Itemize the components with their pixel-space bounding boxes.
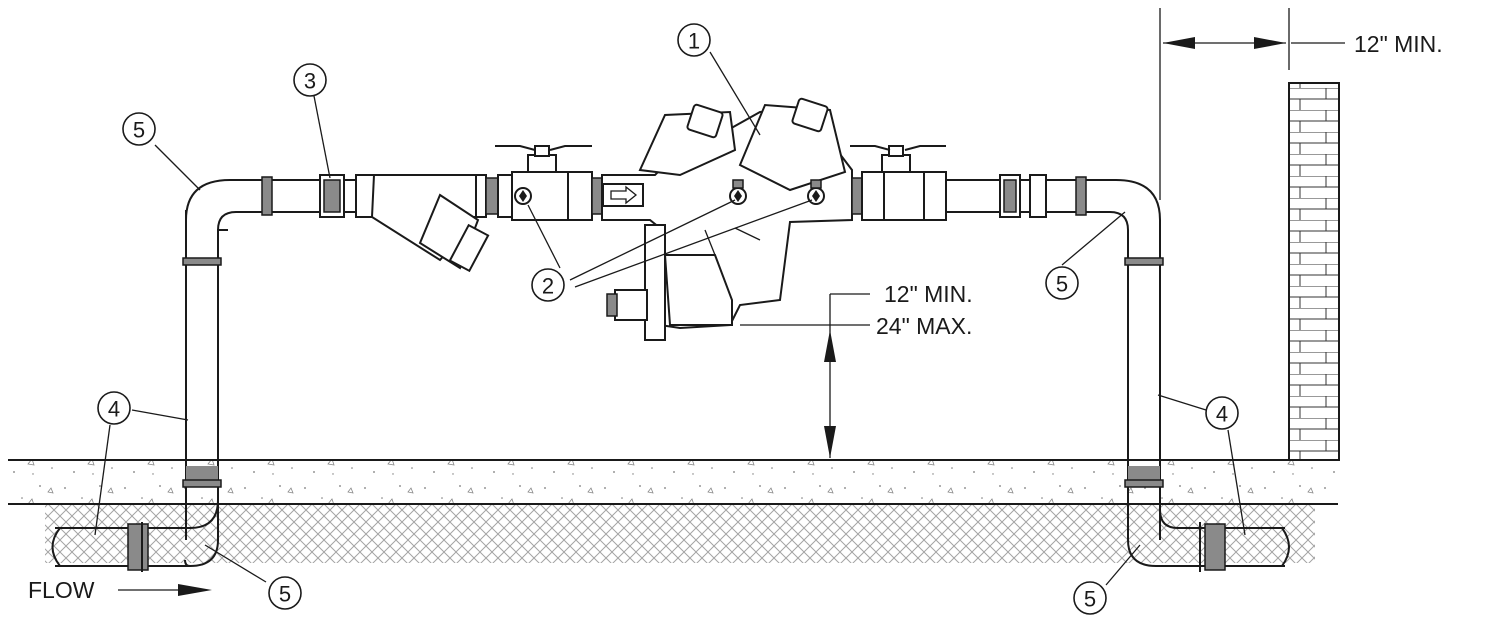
flow-indicator: FLOW — [28, 577, 212, 603]
arrow-right-icon — [610, 185, 638, 205]
callout-5-lower-right: 5 — [1073, 581, 1107, 615]
upper-left-pipe — [261, 174, 375, 218]
svg-text:2: 2 — [542, 274, 554, 299]
wall-clearance-label: 12" MIN. — [1354, 31, 1443, 57]
svg-text:5: 5 — [1056, 272, 1068, 297]
svg-text:3: 3 — [304, 69, 316, 94]
callout-4-left: 4 — [97, 391, 131, 425]
svg-text:5: 5 — [1084, 587, 1096, 612]
callout-4-right: 4 — [1205, 396, 1239, 430]
callout-5-upper-right: 5 — [1045, 266, 1079, 300]
flow-label: FLOW — [28, 577, 95, 603]
callout-5-lower-left: 5 — [268, 576, 302, 610]
height-min-label: 12" MIN. — [884, 281, 973, 307]
svg-text:1: 1 — [688, 29, 700, 54]
svg-text:5: 5 — [133, 118, 145, 143]
concrete-slab — [8, 459, 1338, 505]
svg-text:5: 5 — [279, 582, 291, 607]
height-dimension: 12" MIN. 24" MAX. — [740, 281, 973, 458]
left-riser-pipe — [51, 179, 262, 572]
brick-wall-icon — [1288, 82, 1340, 461]
svg-text:4: 4 — [1216, 402, 1228, 427]
soil-hatch — [45, 505, 1315, 563]
callout-5-upper-left: 5 — [122, 112, 156, 146]
leader-lines — [94, 51, 1246, 586]
callout-3: 3 — [293, 63, 327, 97]
strainer — [370, 174, 513, 273]
upper-right-pipe — [946, 174, 1087, 218]
height-max-label: 24" MAX. — [876, 313, 972, 339]
backflow-assembly — [601, 97, 853, 341]
svg-text:4: 4 — [108, 397, 120, 422]
arrow-right-icon — [178, 584, 212, 596]
left-shutoff-valve — [495, 145, 603, 221]
right-riser-pipe — [1086, 179, 1290, 572]
wall-clearance-dimension: 12" MIN. — [1159, 8, 1443, 200]
right-shutoff-valve — [850, 145, 947, 221]
callout-2: 2 — [531, 268, 565, 302]
callout-1: 1 — [677, 23, 711, 57]
